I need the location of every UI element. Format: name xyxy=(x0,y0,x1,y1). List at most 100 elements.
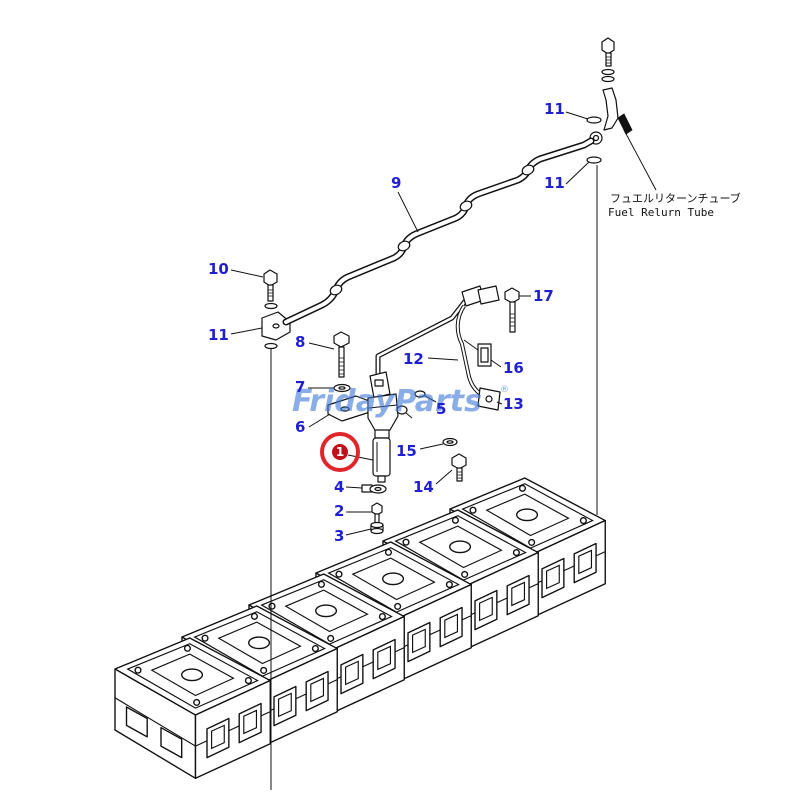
washer-11-upper xyxy=(586,116,602,124)
connector-block xyxy=(477,285,500,305)
cylinder-heads xyxy=(114,477,606,779)
label-9: 9 xyxy=(391,174,401,192)
fuel-return-tube xyxy=(282,137,595,326)
label-17: 17 xyxy=(533,287,554,305)
part-3-bottom xyxy=(370,527,384,535)
injector-body-edge xyxy=(368,404,398,409)
left-bolt-assembly xyxy=(261,269,291,350)
part-labels: 11 11 9 10 11 8 17 12 16 7 13 5 6 1 15 4… xyxy=(208,100,565,545)
label-3: 3 xyxy=(334,527,344,545)
leader-6 xyxy=(308,413,331,428)
leader-13 xyxy=(496,401,503,405)
leader-lines xyxy=(230,111,657,536)
bolt-17-shaft xyxy=(509,301,516,333)
label-12: 12 xyxy=(403,350,424,368)
label-10: 10 xyxy=(208,260,229,278)
eye-fitting-bore xyxy=(592,134,600,142)
washer-7-bore xyxy=(338,386,346,390)
label-11-top: 11 xyxy=(544,100,565,118)
label-11-left: 11 xyxy=(208,326,229,344)
bolt-14-shaft xyxy=(456,467,463,482)
part-4-bore xyxy=(374,486,382,492)
top-bolt-assembly xyxy=(586,37,633,164)
connector-13-socket xyxy=(485,395,493,403)
caption-japanese: フュエルリターンチューブ xyxy=(610,191,741,205)
bolt-17-head xyxy=(504,287,520,304)
tube-bracket-hole xyxy=(272,323,280,329)
injector-connector-pin xyxy=(374,379,384,387)
label-7: 7 xyxy=(295,378,305,396)
label-4: 4 xyxy=(334,478,344,496)
leader-10 xyxy=(230,269,264,278)
watermark: FridayParts xyxy=(292,384,482,419)
highlight-ring xyxy=(320,432,360,472)
top-bolt-shaft xyxy=(605,52,612,67)
clamp-6-hole xyxy=(340,406,350,412)
leader-16 xyxy=(490,359,502,368)
washer-11-left xyxy=(264,342,278,350)
label-1: 1 xyxy=(336,445,344,459)
leader-15 xyxy=(419,443,444,450)
top-bolt-thread xyxy=(606,56,611,64)
leader-fuel-return-tube xyxy=(623,129,657,191)
washer-11-top-left xyxy=(264,302,278,310)
tube-joint xyxy=(397,240,411,252)
harness-connectors xyxy=(455,285,520,411)
washer-15-bore xyxy=(446,440,454,444)
leader-9 xyxy=(397,191,419,233)
leader-11-top xyxy=(565,111,589,120)
top-washer xyxy=(601,75,615,83)
bolt-14-head xyxy=(451,453,467,470)
o-ring-5 xyxy=(414,390,426,398)
leader-3 xyxy=(345,528,372,536)
label-14: 14 xyxy=(413,478,434,496)
harness-tube-12-inner xyxy=(376,299,467,374)
label-6: 6 xyxy=(295,418,305,436)
bolt-14-thread xyxy=(457,471,462,479)
leader-8 xyxy=(308,342,335,350)
watermark-registered-mark: ® xyxy=(500,385,509,395)
bolt-8-thread xyxy=(339,357,344,375)
top-bolt-head xyxy=(601,37,615,55)
leader-11-mid xyxy=(565,161,590,185)
caption-english: Fuel Relurn Tube xyxy=(608,206,714,219)
highlight-dot xyxy=(332,444,348,460)
injector-side-port xyxy=(396,405,408,415)
connector-16-face xyxy=(480,347,489,363)
harness-branch xyxy=(463,339,479,351)
part-2-head xyxy=(371,502,383,516)
injector-tip xyxy=(377,475,386,483)
bolt-10-head xyxy=(263,269,278,287)
label-5: 5 xyxy=(436,400,446,418)
bolt-17-thread xyxy=(510,313,515,327)
label-11-mid: 11 xyxy=(544,174,565,192)
injector-neck xyxy=(374,429,390,439)
leader-11-left xyxy=(230,327,263,335)
tube-joint xyxy=(459,200,473,212)
tube-clip xyxy=(617,113,633,135)
leader-1 xyxy=(347,454,374,461)
label-15: 15 xyxy=(396,442,417,460)
part-2-shaft xyxy=(374,513,380,524)
fuel-injector xyxy=(367,298,468,483)
leader-14 xyxy=(435,469,453,485)
injector-side-stub xyxy=(405,412,413,419)
leader-4 xyxy=(345,486,363,489)
lower-small-parts xyxy=(361,437,467,535)
bolt-10-thread xyxy=(268,289,273,297)
injector-clamp-assembly xyxy=(327,331,373,422)
top-washer xyxy=(601,68,615,76)
label-8: 8 xyxy=(295,333,305,351)
leader-12 xyxy=(427,357,459,361)
harness-cable-inner xyxy=(456,305,485,397)
injector-nozzle-part-1 xyxy=(372,437,391,477)
bolt-8-head xyxy=(333,331,350,348)
part-3-top xyxy=(370,521,384,529)
tube-joint xyxy=(329,284,343,296)
tube-end-bracket xyxy=(602,87,619,131)
label-16: 16 xyxy=(503,359,524,377)
label-2: 2 xyxy=(334,502,344,520)
tube-joint xyxy=(521,164,535,176)
washer-11-lower xyxy=(586,156,602,164)
